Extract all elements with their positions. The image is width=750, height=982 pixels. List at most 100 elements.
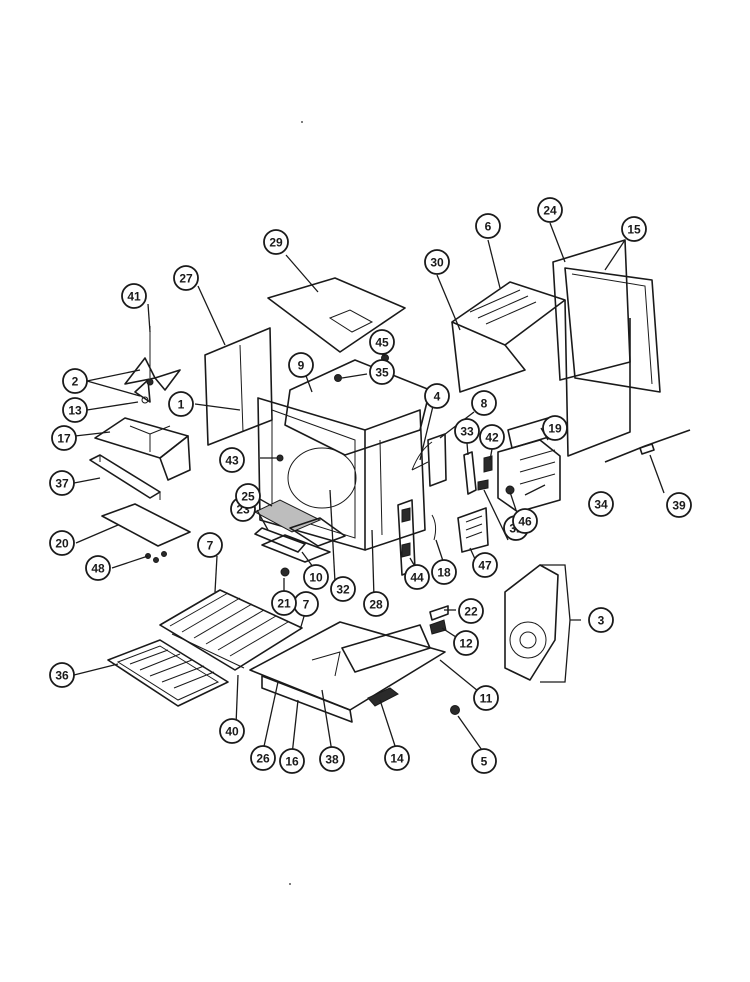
leader-lines xyxy=(73,222,665,756)
callout-number: 33 xyxy=(460,425,474,439)
callout-36: 36 xyxy=(49,662,75,688)
callout-circle xyxy=(197,532,223,558)
callout-circle xyxy=(235,483,261,509)
callout-circle xyxy=(424,249,450,275)
callout-circle xyxy=(588,607,614,633)
callout-circle xyxy=(537,197,563,223)
callout-number: 48 xyxy=(91,562,105,576)
callout-27: 27 xyxy=(173,265,199,291)
callout-8: 8 xyxy=(471,390,497,416)
callout-circle xyxy=(49,470,75,496)
bottom-panel xyxy=(101,503,191,563)
callout-circle xyxy=(458,598,484,624)
callout-circle xyxy=(219,447,245,473)
callout-number: 15 xyxy=(627,223,641,237)
callout-26: 26 xyxy=(250,745,276,771)
side-panel xyxy=(204,327,273,446)
callout-5: 5 xyxy=(471,748,497,774)
callout-number: 34 xyxy=(594,498,608,512)
callout-number: 30 xyxy=(430,256,444,270)
callout-number: 3 xyxy=(598,614,605,628)
callout-circle xyxy=(173,265,199,291)
callout-circle xyxy=(250,745,276,771)
callout-number: 26 xyxy=(256,752,270,766)
bracket xyxy=(89,454,161,500)
callout-number: 24 xyxy=(543,204,557,218)
callout-circle xyxy=(288,352,314,378)
callout-number: 8 xyxy=(481,397,488,411)
callout-number: 6 xyxy=(485,220,492,234)
callout-circle xyxy=(330,576,356,602)
callout-14: 14 xyxy=(384,745,410,771)
callout-number: 12 xyxy=(459,637,473,651)
callout-42: 42 xyxy=(479,424,505,450)
callout-circle xyxy=(49,530,75,556)
callout-number: 1 xyxy=(178,398,185,412)
callout-4: 4 xyxy=(424,383,450,409)
callout-circle xyxy=(363,591,389,617)
callout-circle xyxy=(542,415,568,441)
callout-circle xyxy=(431,559,457,585)
callout-33: 33 xyxy=(454,418,480,444)
callout-47: 47 xyxy=(472,552,498,578)
callout-circle xyxy=(51,425,77,451)
callout-circle xyxy=(369,329,395,355)
callout-circle xyxy=(62,397,88,423)
callout-1: 1 xyxy=(168,391,194,417)
callout-32: 32 xyxy=(330,576,356,602)
callout-circle xyxy=(472,552,498,578)
callout-number: 35 xyxy=(375,366,389,380)
callout-15: 15 xyxy=(621,216,647,242)
callout-circle xyxy=(62,368,88,394)
callout-circle xyxy=(666,492,692,518)
callout-circle xyxy=(454,418,480,444)
callout-45: 45 xyxy=(369,329,395,355)
callout-circle xyxy=(168,391,194,417)
callout-number: 20 xyxy=(55,537,69,551)
callout-37: 37 xyxy=(49,470,75,496)
callout-circle xyxy=(475,213,501,239)
probe xyxy=(604,429,691,463)
fastener xyxy=(334,374,342,382)
callout-number: 11 xyxy=(480,692,493,706)
callout-number: 46 xyxy=(518,515,532,529)
callout-circle xyxy=(369,359,395,385)
callout-number: 47 xyxy=(478,559,492,573)
control-boards xyxy=(397,499,437,576)
callout-number: 22 xyxy=(464,605,478,619)
callout-circle xyxy=(404,564,430,590)
stray-dot xyxy=(301,121,303,123)
callout-40: 40 xyxy=(219,718,245,744)
callout-number: 13 xyxy=(68,404,82,418)
callout-12: 12 xyxy=(453,630,479,656)
callout-labels: 1234567789101112131415161718192021222324… xyxy=(49,197,692,774)
callout-circle xyxy=(85,555,111,581)
callout-9: 9 xyxy=(288,352,314,378)
callout-13: 13 xyxy=(62,397,88,423)
base-assembly xyxy=(249,621,446,723)
callout-number: 2 xyxy=(72,375,79,389)
callout-29: 29 xyxy=(263,229,289,255)
callout-number: 44 xyxy=(410,571,424,585)
callout-number: 19 xyxy=(548,422,562,436)
callout-16: 16 xyxy=(279,748,305,774)
callout-circle xyxy=(621,216,647,242)
callout-21: 21 xyxy=(271,590,297,616)
callout-7: 7 xyxy=(197,532,223,558)
electrical-components xyxy=(457,417,561,553)
callout-34: 34 xyxy=(588,491,614,517)
callout-circle xyxy=(271,590,297,616)
callout-24: 24 xyxy=(537,197,563,223)
wiring xyxy=(411,433,447,487)
callout-circle xyxy=(121,283,147,309)
stray-dot xyxy=(289,883,291,885)
callout-number: 29 xyxy=(269,236,283,250)
callout-46: 46 xyxy=(512,508,538,534)
fan-assembly xyxy=(94,326,191,481)
callout-number: 7 xyxy=(303,598,310,612)
callout-39: 39 xyxy=(666,492,692,518)
callout-number: 18 xyxy=(437,566,451,580)
callout-18: 18 xyxy=(431,559,457,585)
callout-number: 25 xyxy=(241,490,255,504)
